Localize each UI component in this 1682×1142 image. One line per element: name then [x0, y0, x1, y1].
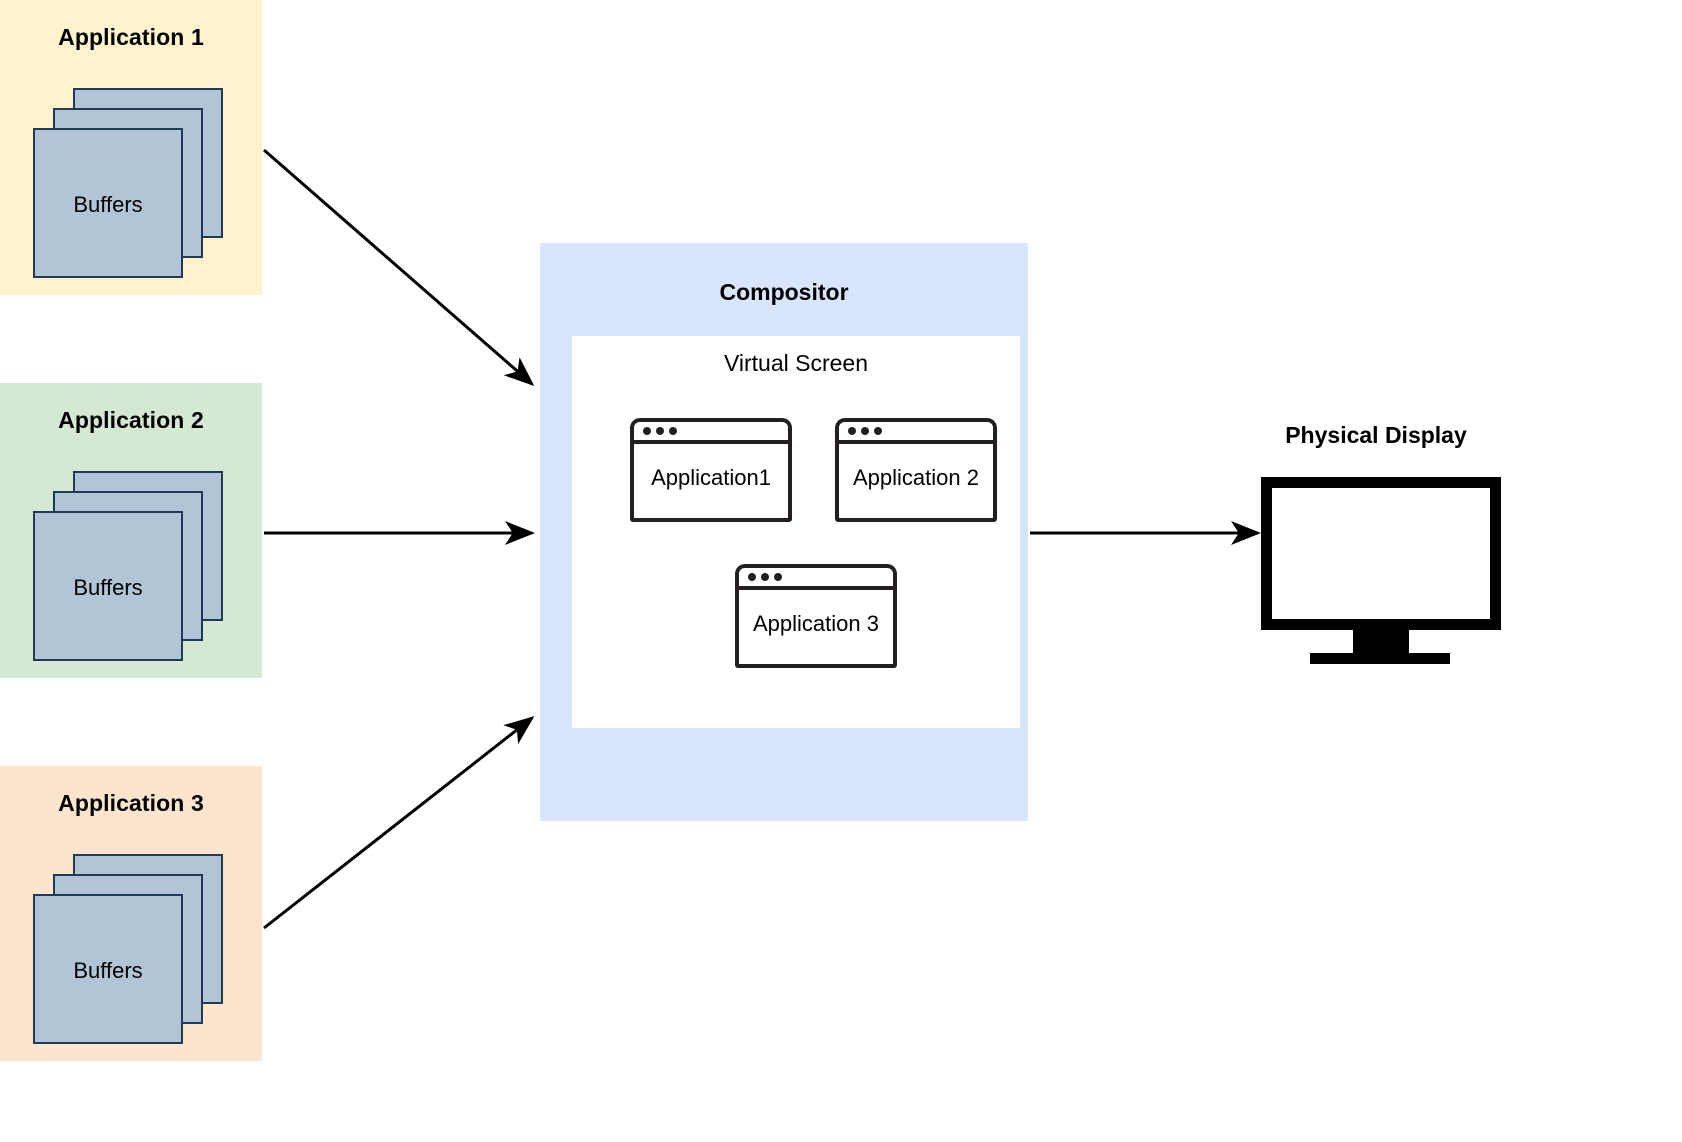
buffer-sheet-front: Buffers: [33, 894, 183, 1044]
window-dots: [848, 427, 882, 435]
application-2-title: Application 2: [58, 407, 204, 433]
application-1-buffers-label: Buffers: [73, 192, 143, 217]
window-body: Application 2: [839, 444, 993, 518]
application-1-buffer-stack: Buffers: [33, 88, 233, 278]
application-3-buffer-stack: Buffers: [33, 854, 233, 1044]
virtual-screen-title: Virtual Screen: [723, 350, 869, 376]
buffer-sheet-front: Buffers: [33, 128, 183, 278]
compositor-title: Compositor: [719, 279, 849, 305]
application-3-panel: Application 3 Buffers: [0, 766, 262, 1061]
application-2-panel: Application 2 Buffers: [0, 383, 262, 678]
arrow-app3-to-compositor: [263, 716, 535, 930]
application-1-panel: Application 1 Buffers: [0, 0, 262, 295]
window-dot-2: [656, 427, 664, 435]
window-titlebar: [839, 422, 993, 444]
window-dots: [748, 573, 782, 581]
window-titlebar: [739, 568, 893, 590]
window-dot-1: [748, 573, 756, 581]
monitor-neck-icon: [1353, 628, 1409, 655]
application-3-buffers-label: Buffers: [73, 958, 143, 983]
window-dot-2: [761, 573, 769, 581]
window-titlebar: [634, 422, 788, 444]
application-1-title: Application 1: [58, 24, 204, 50]
application-3-title: Application 3: [58, 790, 204, 816]
physical-display-title: Physical Display: [1285, 422, 1467, 448]
virtual-window-application1[interactable]: Application1: [630, 418, 792, 522]
window-label: Application1: [651, 465, 771, 490]
window-dot-1: [848, 427, 856, 435]
window-dots: [643, 427, 677, 435]
arrow-app1-to-compositor: [263, 148, 535, 386]
application-2-buffer-stack: Buffers: [33, 471, 233, 661]
window-dot-3: [774, 573, 782, 581]
buffer-sheet-front: Buffers: [33, 511, 183, 661]
window-body: Application 3: [739, 590, 893, 664]
window-label: Application 2: [853, 465, 979, 490]
window-label: Application 3: [753, 611, 879, 636]
monitor-screen-icon: [1261, 477, 1501, 630]
virtual-screen-panel: Virtual Screen Application1: [572, 336, 1020, 728]
virtual-window-application3[interactable]: Application 3: [735, 564, 897, 668]
window-dot-3: [669, 427, 677, 435]
window-body: Application1: [634, 444, 788, 518]
application-2-buffers-label: Buffers: [73, 575, 143, 600]
window-dot-2: [861, 427, 869, 435]
compositor-panel: Compositor Virtual Screen Application1: [540, 243, 1028, 821]
window-dot-1: [643, 427, 651, 435]
monitor-base-icon: [1310, 653, 1450, 664]
window-dot-3: [874, 427, 882, 435]
virtual-window-application2[interactable]: Application 2: [835, 418, 997, 522]
